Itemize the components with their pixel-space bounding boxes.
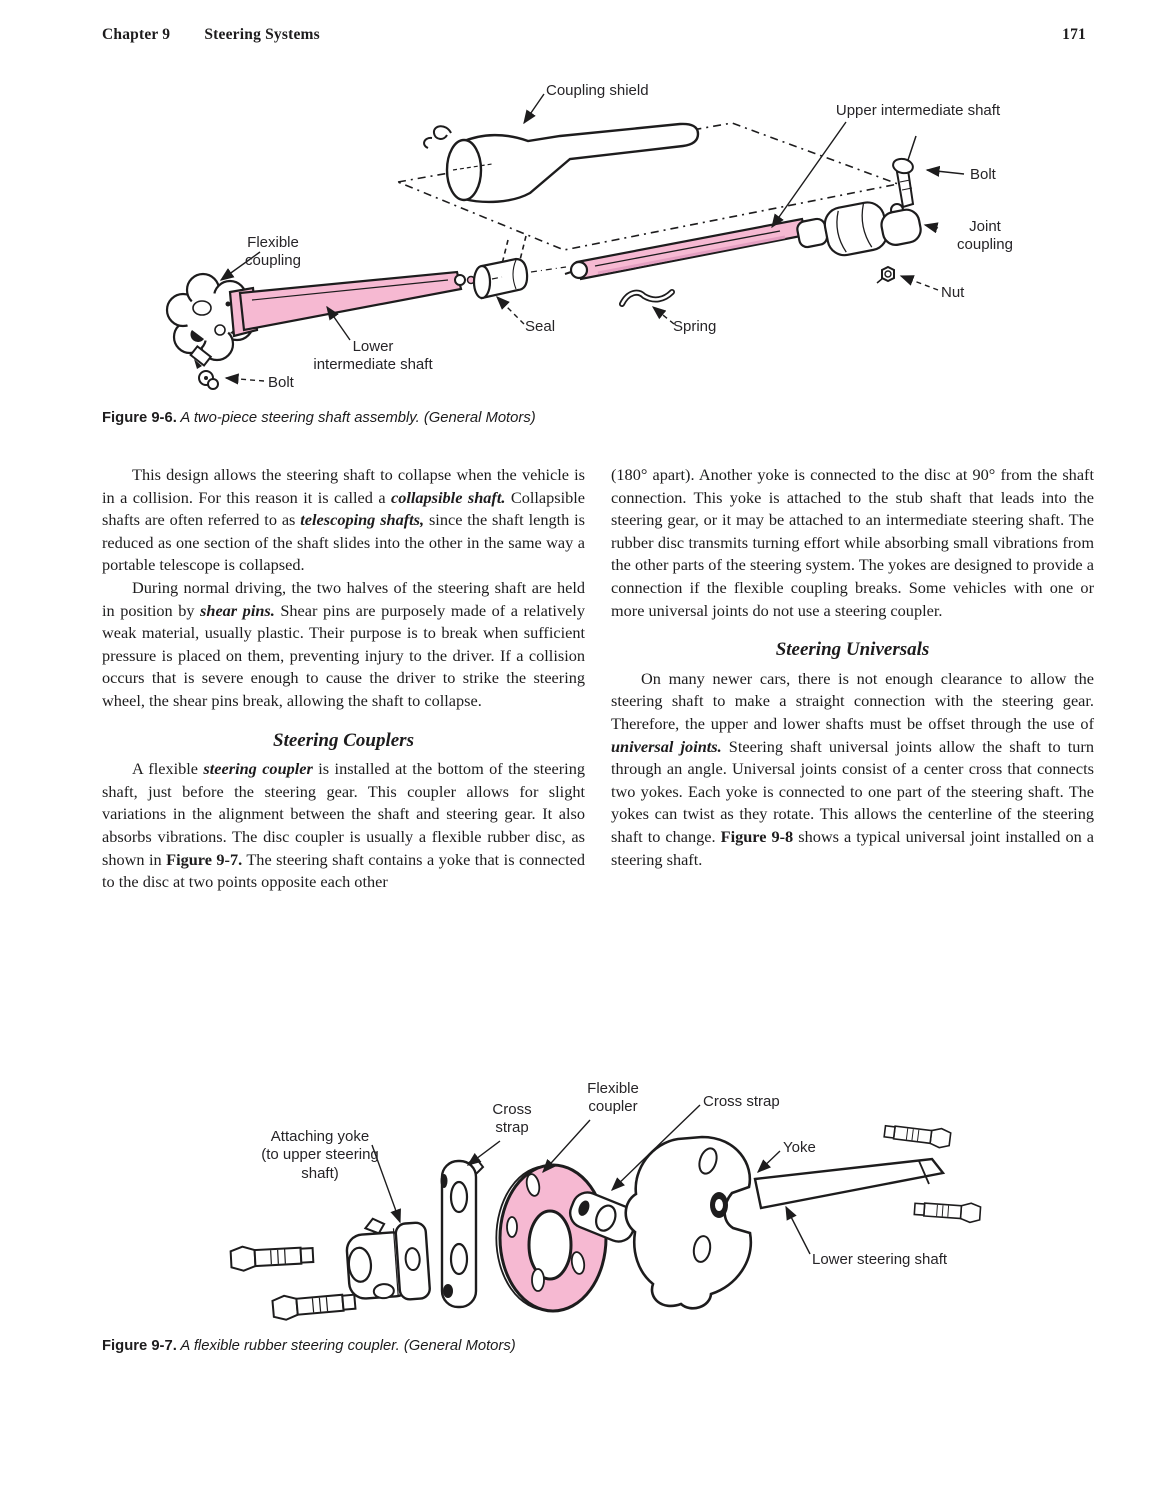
left-column: This design allows the steering shaft to…: [102, 464, 585, 894]
label-joint-coupling: Joint coupling: [957, 218, 1013, 254]
figure-9-7-caption-text: A flexible rubber steering coupler. (Gen…: [176, 1338, 516, 1354]
yoke-drawing: [624, 1135, 753, 1310]
label-flexible-coupler: Flexible coupler: [587, 1080, 639, 1116]
figure-9-6-caption: Figure 9-6. A two-piece steering shaft a…: [102, 410, 622, 426]
cross-strap-left-drawing: [440, 1156, 485, 1309]
figure-9-6-caption-text: A two-piece steering shaft assembly. (Ge…: [176, 410, 536, 426]
label-coupling-shield: Coupling shield: [546, 82, 649, 99]
chapter-number: Chapter 9: [102, 26, 171, 43]
lower-steering-shaft-drawing: [753, 1157, 946, 1210]
body-paragraph: A flexible steering coupler is installed…: [102, 759, 585, 892]
label-bolt-lower: Bolt: [268, 374, 294, 391]
figure-9-7-caption: Figure 9-7. A flexible rubber steering c…: [102, 1338, 622, 1354]
label-cross-strap-left: Cross strap: [492, 1101, 532, 1137]
upper-bolt-drawing: [892, 135, 917, 209]
section-heading: Steering Couplers: [273, 729, 414, 751]
label-upper-intermediate-shaft: Upper intermediate shaft: [835, 102, 1001, 119]
label-bolt-upper: Bolt: [970, 166, 996, 183]
spring-drawing: [619, 289, 675, 307]
lower-intermediate-shaft-drawing: [228, 270, 476, 338]
page-number: 171: [1062, 26, 1086, 43]
body-paragraph: (180° apart). Another yoke is connected …: [611, 465, 1094, 620]
body-text: This design allows the steering shaft to…: [102, 464, 1094, 894]
figure-9-7-caption-number: Figure 9-7.: [102, 1338, 177, 1354]
coupler-bolt-drawing: [229, 1242, 357, 1322]
nut-drawing: [876, 265, 895, 284]
label-spring: Spring: [673, 318, 717, 335]
coupling-shield-drawing: [423, 122, 700, 204]
label-nut: Nut: [941, 284, 965, 301]
label-lower-intermediate-shaft: Lower intermediate shaft: [313, 338, 433, 374]
body-paragraph: During normal driving, the two halves of…: [102, 577, 585, 710]
lower-bolt-drawing: [189, 344, 219, 390]
attaching-yoke-drawing: [345, 1217, 431, 1301]
label-cross-strap-right: Cross strap: [703, 1093, 780, 1110]
figure-9-6-caption-number: Figure 9-6.: [102, 410, 177, 426]
section-heading: Steering Universals: [775, 639, 930, 661]
figure-9-7-drawing: [229, 1104, 982, 1322]
seal-drawing: [472, 257, 567, 300]
label-lower-steering-shaft: Lower steering shaft: [812, 1251, 948, 1268]
label-yoke: Yoke: [783, 1139, 816, 1156]
body-paragraph: This design allows the steering shaft to…: [102, 465, 586, 575]
chapter-title: Steering Systems: [204, 26, 320, 43]
figure-9-6-leaders: [219, 93, 965, 385]
label-flexible-coupling: Flexible coupling: [245, 234, 301, 270]
body-paragraph: On many newer cars, there is not enough …: [611, 668, 1094, 869]
chapter-heading: Chapter 9 Steering Systems: [102, 26, 320, 44]
figure-9-7-leaders: [371, 1104, 811, 1255]
upper-intermediate-shaft-drawing: [564, 217, 808, 281]
page-header: Chapter 9 Steering Systems 171: [102, 26, 1086, 44]
label-attaching-yoke: Attaching yoke (to upper steering shaft): [261, 1128, 379, 1182]
figure-9-7: Attaching yoke (to upper steering shaft)…: [170, 1075, 1130, 1337]
figure-9-6: Coupling shield Upper intermediate shaft…: [140, 78, 1090, 412]
figure-9-6-drawing: [165, 93, 965, 390]
right-column: (180° apart). Another yoke is connected …: [611, 464, 1094, 894]
flexible-coupler-drawing: [495, 1163, 608, 1313]
joint-coupling-drawing: [796, 201, 922, 257]
label-seal: Seal: [525, 318, 556, 335]
